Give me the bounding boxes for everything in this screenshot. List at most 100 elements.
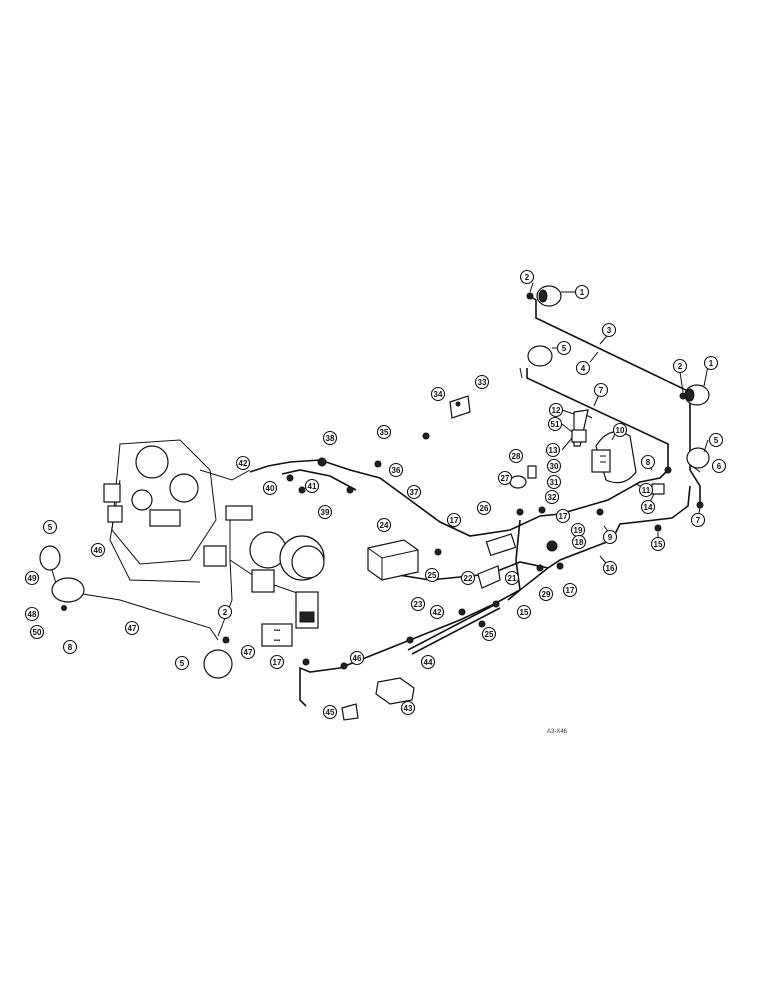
callout-c39: 39 [317,504,333,520]
callout-number: 33 [478,378,487,387]
callout-c17b: 17 [562,582,578,598]
callout-c48: 48 [24,606,40,622]
callout-number: 36 [392,466,401,475]
callout-circle [388,462,404,478]
callout-number: 25 [428,571,437,580]
callout-number: 43 [404,704,413,713]
leader-lines [529,282,709,569]
callout-circle [574,284,590,300]
regulator-33 [449,395,471,419]
callout-circle [474,374,490,390]
callout-number: 34 [434,390,443,399]
callout-c44: 44 [420,654,436,670]
callout-circle [544,489,560,505]
callout-number: 47 [244,648,253,657]
callout-circle [235,455,251,471]
callout-number: 8 [646,458,651,467]
callout-circle [708,432,724,448]
callout-circle [538,586,554,602]
callout-c8: 8 [640,454,656,470]
callout-c2c: 2 [217,604,233,620]
callout-c23: 23 [410,596,426,612]
callout-circle [424,567,440,583]
callout-circle [640,499,656,515]
callout-circle [429,604,445,620]
switch-panel [295,591,319,629]
callout-c51: 51 [547,416,563,432]
callout-c25b: 25 [481,626,497,642]
callout-c18: 18 [571,534,587,550]
callout-circle [446,512,462,528]
callout-number: 9 [608,533,613,542]
callout-number: 17 [273,658,282,667]
callout-circle [24,570,40,586]
callout-c3: 3 [601,322,617,338]
battery-24 [367,539,419,581]
svg-text:▪▪▪: ▪▪▪ [274,638,280,644]
callout-c17a: 17 [555,508,571,524]
callout-c27: 27 [497,470,513,486]
callout-number: 14 [644,503,653,512]
callout-circle [593,382,609,398]
callout-circle [29,624,45,640]
callout-c1a: 1 [574,284,590,300]
callout-number: 10 [616,426,625,435]
callout-c32: 32 [544,489,560,505]
callout-number: 46 [94,546,103,555]
callout-number: 1 [709,359,714,368]
callout-circle [376,517,392,533]
horn [591,431,637,484]
callout-circle [304,478,320,494]
callout-circle [504,570,520,586]
callout-c47a: 47 [124,620,140,636]
callout-c41: 41 [304,478,320,494]
callout-circle [322,704,338,720]
fittings [61,292,704,670]
callout-number: 5 [180,659,185,668]
callout-circle [548,402,564,418]
callout-number: 41 [308,482,317,491]
plug-18 [546,540,558,552]
callout-c50: 50 [29,624,45,640]
callout-number: 31 [550,478,559,487]
instrument-cluster [103,439,325,593]
callout-circle [519,269,535,285]
callout-c2a: 2 [519,269,535,285]
callout-number: 49 [28,574,37,583]
callout-circle [400,700,416,716]
callout-number: 51 [551,420,560,429]
callout-circle [174,655,190,671]
relay-13 [571,429,587,443]
callout-number: 42 [239,459,248,468]
callout-circle [406,484,422,500]
callout-number: 3 [607,326,612,335]
headlamp-front-right-top [536,285,562,307]
callout-c12: 12 [548,402,564,418]
callout-number: 18 [575,538,584,547]
callout-circle [497,470,513,486]
callout-c1b: 1 [703,355,719,371]
callout-number: 40 [266,484,275,493]
callout-circle [420,654,436,670]
callout-c30: 30 [546,458,562,474]
callout-c16: 16 [602,560,618,576]
callout-number: 2 [223,608,228,617]
callout-number: 25 [485,630,494,639]
callout-circle [476,500,492,516]
callout-number: 5 [48,523,53,532]
callout-number: 16 [606,564,615,573]
callout-c38: 38 [322,430,338,446]
callout-c8b: 8 [62,639,78,655]
callout-number: 2 [678,362,683,371]
callout-circle [322,430,338,446]
callout-number: 26 [480,504,489,513]
callout-c7a: 7 [593,382,609,398]
callout-c11: 11 [638,482,654,498]
callout-number: 6 [717,462,722,471]
callout-number: 32 [548,493,557,502]
callout-number: 46 [353,654,362,663]
callout-circle [640,454,656,470]
callout-circle [124,620,140,636]
bracket-45 [341,703,359,721]
coil-27 [509,475,527,489]
